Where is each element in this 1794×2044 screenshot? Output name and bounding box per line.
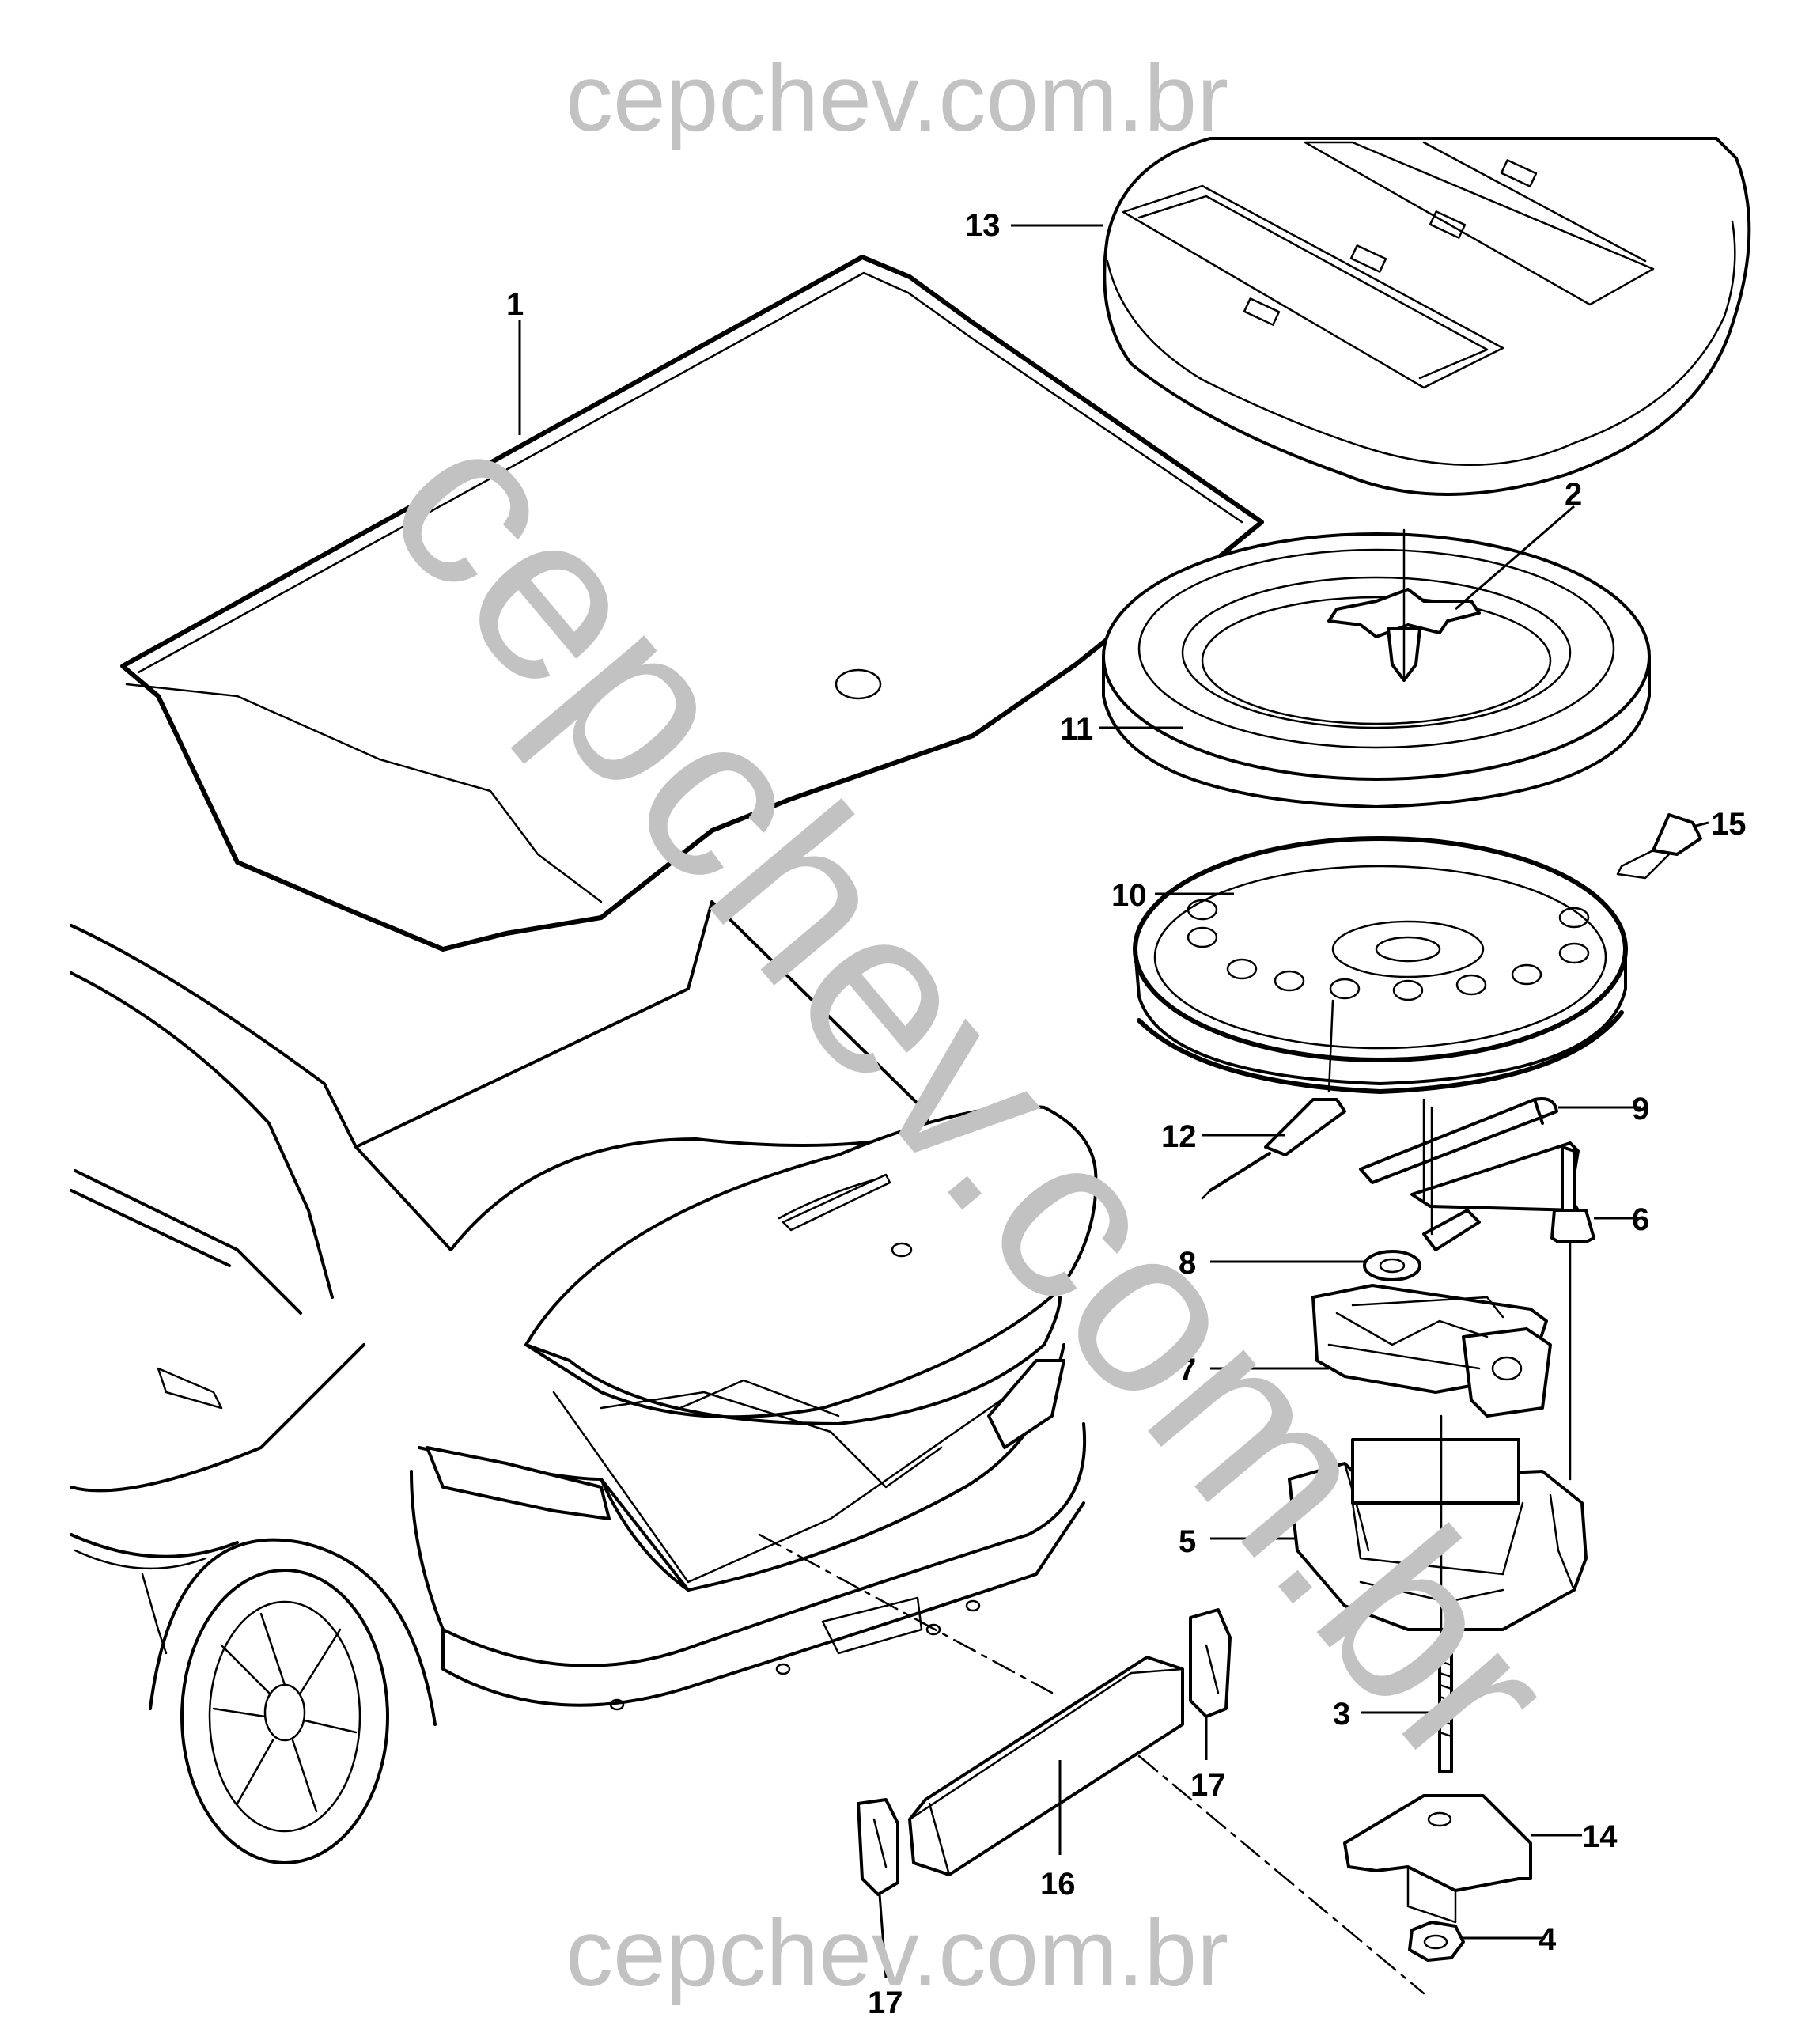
callout-15: 15	[1711, 807, 1747, 842]
screwdriver	[1201, 1098, 1346, 1200]
callout-8: 8	[1179, 1246, 1196, 1281]
trunk-floor-panel	[120, 255, 1264, 952]
leader-lines	[518, 224, 1709, 1978]
callout-14: 14	[1582, 1819, 1618, 1854]
callout-10: 10	[1111, 878, 1147, 913]
retaining-clip-right	[1189, 1608, 1232, 1718]
callout-5: 5	[1179, 1524, 1196, 1559]
jack-handle	[1359, 1097, 1558, 1184]
jack-holder-base	[1288, 1438, 1588, 1631]
spare-tire	[1102, 532, 1651, 808]
callout-numbers: 1 2 3 4 5 6 7 8 9 10 11 12 13 14 15 16 1…	[506, 208, 1747, 2020]
mounting-bracket	[1343, 1794, 1532, 1924]
spare-wheel-foam-tray	[1103, 137, 1751, 496]
callout-3: 3	[1333, 1697, 1350, 1732]
jack-screw-washer	[1363, 1209, 1481, 1281]
callout-7: 7	[1179, 1353, 1196, 1387]
callout-13: 13	[965, 208, 1001, 243]
callout-1: 1	[506, 287, 524, 322]
callout-17-right: 17	[1190, 1768, 1226, 1803]
scissor-jack	[1311, 1284, 1552, 1418]
retaining-clip-left	[857, 1798, 899, 1896]
callout-16: 16	[1040, 1867, 1076, 1902]
callout-6: 6	[1632, 1202, 1649, 1237]
valve-stem	[1616, 813, 1702, 880]
watermark-top: cepchev.com.br	[566, 45, 1228, 151]
wing-nut-hold-down	[1327, 528, 1481, 682]
callout-11: 11	[1060, 712, 1093, 747]
vehicle-rear-view	[70, 900, 1098, 1864]
callout-9: 9	[1632, 1092, 1649, 1126]
nut	[1408, 1921, 1465, 1962]
stud-bolt	[1438, 1652, 1453, 1773]
callout-2: 2	[1565, 477, 1582, 512]
lug-wrench	[1410, 1141, 1595, 1481]
tool-bar-cover	[908, 1656, 1184, 1876]
watermark-bottom: cepchev.com.br	[566, 1900, 1228, 2006]
callout-4: 4	[1539, 1922, 1557, 1957]
callout-17-left: 17	[868, 1985, 903, 2020]
callout-12: 12	[1161, 1119, 1197, 1154]
steel-wheel	[1133, 836, 1628, 1094]
center-lines	[758, 1098, 1443, 1995]
